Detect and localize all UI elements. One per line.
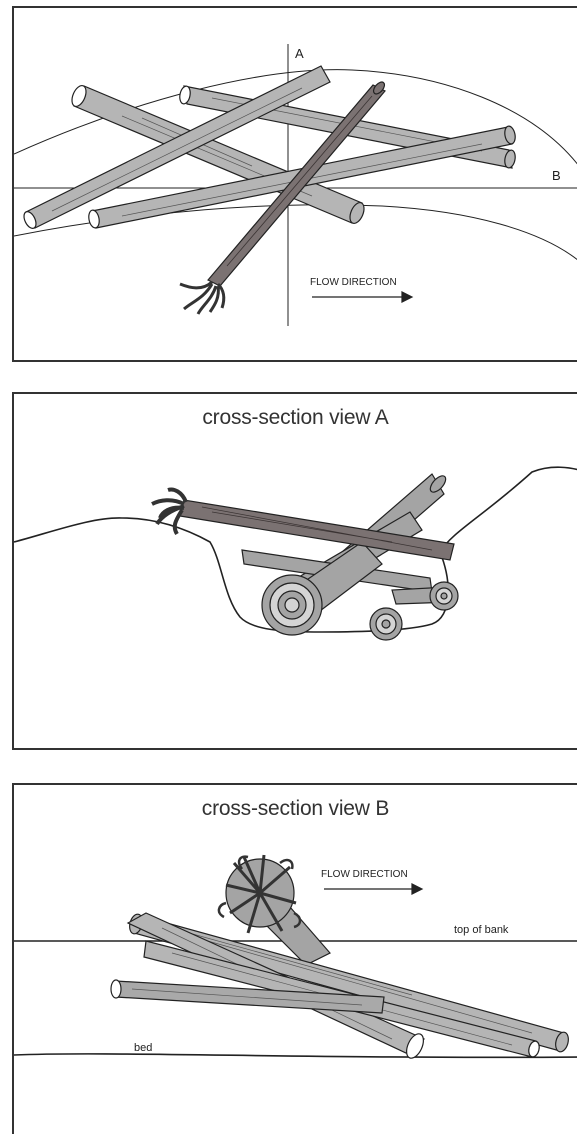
- bed-label: bed: [134, 1042, 152, 1054]
- flow-arrow-icon: [312, 292, 412, 302]
- plan-view-diagram: A B: [12, 6, 577, 362]
- flow-arrow-icon: [324, 884, 422, 894]
- cross-section-a-diagram: [12, 392, 577, 750]
- small-log-end-2: [430, 582, 458, 610]
- cross-section-a-panel: cross-section view A: [12, 392, 577, 750]
- plan-view-panel: A B: [12, 6, 577, 362]
- bed-line: [14, 1054, 577, 1057]
- large-log-end: [262, 575, 322, 635]
- flow-direction-label: FLOW DIRECTION: [310, 277, 397, 288]
- cross-section-b-panel: cross-section view B FLOW DIRECTION top …: [12, 783, 577, 1134]
- flow-direction-label: FLOW DIRECTION: [321, 869, 408, 880]
- top-of-bank-label: top of bank: [454, 924, 509, 936]
- axis-a-label: A: [295, 46, 304, 61]
- cross-section-b-diagram: FLOW DIRECTION top of bank bed: [12, 783, 577, 1134]
- small-log-end-1: [370, 608, 402, 640]
- axis-b-label: B: [552, 168, 561, 183]
